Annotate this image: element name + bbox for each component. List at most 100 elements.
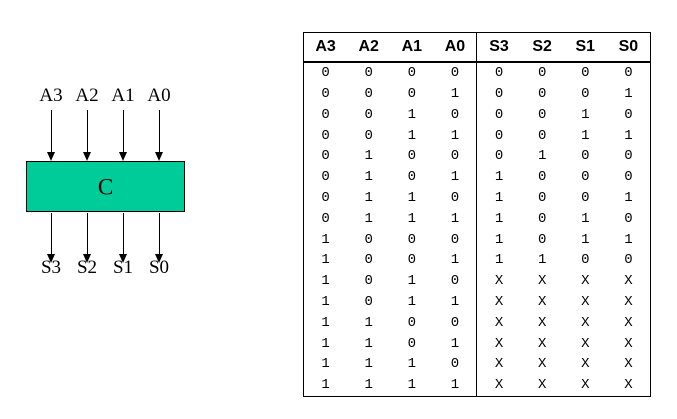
cell-output: 0 bbox=[581, 148, 590, 165]
component-block-c[interactable]: C bbox=[26, 161, 185, 212]
input-arrow-a1-head bbox=[118, 152, 127, 161]
table-header-row: A3 A2 A1 A0 S3 S2 S1 S0 bbox=[304, 33, 650, 63]
cell-input: 1 bbox=[433, 125, 478, 147]
column-header-s3: S3 bbox=[476, 33, 521, 63]
cell-output: X bbox=[494, 356, 504, 373]
cell-input: 1 bbox=[364, 314, 373, 331]
cell-input: 0 bbox=[433, 354, 478, 375]
cell-output: 1 bbox=[581, 231, 590, 248]
input-arrow-a3-head bbox=[46, 152, 55, 161]
cell-output: X bbox=[624, 335, 633, 352]
cell-output: 0 bbox=[494, 148, 504, 165]
cell-output: X bbox=[581, 377, 590, 394]
input-arrow-a2-line bbox=[87, 110, 88, 154]
cell-output: X bbox=[624, 377, 633, 394]
cell-input: 0 bbox=[433, 312, 478, 334]
cell-input: 0 bbox=[321, 127, 330, 144]
input-label-a3: A3 bbox=[39, 85, 63, 106]
cell-input: 0 bbox=[321, 169, 330, 186]
cell-output: X bbox=[624, 314, 633, 331]
cell-output: 1 bbox=[581, 106, 590, 123]
cell-output: 1 bbox=[494, 252, 504, 269]
cell-output: 0 bbox=[537, 85, 547, 102]
cell-output: X bbox=[537, 356, 547, 373]
input-arrow-a1-line bbox=[123, 110, 124, 154]
cell-output: 1 bbox=[494, 231, 504, 248]
cell-input: 1 bbox=[433, 291, 478, 313]
cell-input: 1 bbox=[407, 210, 417, 227]
cell-output: 0 bbox=[537, 231, 547, 248]
cell-output: X bbox=[494, 293, 504, 310]
output-label-s0: S0 bbox=[148, 257, 170, 278]
column-header-a0: A0 bbox=[433, 33, 478, 63]
cell-output: X bbox=[537, 314, 547, 331]
cell-output: 1 bbox=[581, 127, 590, 144]
cell-input: 0 bbox=[407, 85, 417, 102]
cell-output: 0 bbox=[624, 210, 633, 227]
input-arrow-a3-line bbox=[51, 110, 52, 154]
cell-output: 1 bbox=[494, 210, 504, 227]
cell-output: 1 bbox=[624, 231, 633, 248]
cell-output: 0 bbox=[494, 127, 504, 144]
cell-output: 0 bbox=[624, 65, 633, 82]
cell-input: 0 bbox=[364, 252, 373, 269]
cell-input: 0 bbox=[407, 335, 417, 352]
cell-output: X bbox=[537, 273, 547, 290]
input-label-a1: A1 bbox=[111, 85, 135, 106]
block-label: C bbox=[97, 174, 114, 199]
input-arrow-a0-line bbox=[159, 110, 160, 154]
cell-input: 1 bbox=[321, 273, 330, 290]
cell-input: 1 bbox=[321, 335, 330, 352]
cell-output: X bbox=[581, 293, 590, 310]
cell-output: 0 bbox=[624, 106, 633, 123]
cell-output: 0 bbox=[624, 169, 633, 186]
cell-input: 1 bbox=[407, 127, 417, 144]
cell-output: 0 bbox=[581, 252, 590, 269]
cell-input: 1 bbox=[321, 314, 330, 331]
cell-input: 1 bbox=[433, 167, 478, 188]
cell-output: 0 bbox=[494, 65, 504, 82]
output-arrow-s2-line bbox=[87, 213, 88, 256]
output-arrow-s3-head bbox=[46, 254, 55, 263]
cell-output: X bbox=[494, 377, 504, 394]
cell-output: X bbox=[494, 273, 504, 290]
cell-output: 0 bbox=[581, 169, 590, 186]
cell-output: X bbox=[537, 335, 547, 352]
cell-output: 0 bbox=[537, 106, 547, 123]
cell-output: 0 bbox=[537, 189, 547, 206]
cell-input: 1 bbox=[321, 231, 330, 248]
cell-output: X bbox=[624, 273, 633, 290]
cell-output: X bbox=[581, 335, 590, 352]
cell-input: 0 bbox=[364, 293, 373, 310]
cell-input: 0 bbox=[407, 65, 417, 82]
cell-input: 0 bbox=[407, 148, 417, 165]
cell-output: X bbox=[624, 293, 633, 310]
output-label-s1: S1 bbox=[112, 257, 134, 278]
cell-output: 1 bbox=[537, 148, 547, 165]
column-header-s2: S2 bbox=[520, 33, 564, 63]
cell-input: 1 bbox=[407, 273, 417, 290]
cell-output: 1 bbox=[624, 189, 633, 206]
cell-output: 0 bbox=[581, 65, 590, 82]
cell-input: 0 bbox=[433, 270, 478, 292]
cell-output: 0 bbox=[537, 127, 547, 144]
cell-input: 1 bbox=[407, 356, 417, 373]
input-label-a0: A0 bbox=[147, 85, 171, 106]
cell-input: 0 bbox=[321, 210, 330, 227]
output-arrow-s1-line bbox=[123, 213, 124, 256]
cell-input: 1 bbox=[364, 169, 373, 186]
cell-input: 0 bbox=[407, 169, 417, 186]
cell-output: 1 bbox=[494, 189, 504, 206]
block-diagram: A3 A2 A1 A0 C S3 S2 S1 S0 bbox=[0, 0, 290, 419]
